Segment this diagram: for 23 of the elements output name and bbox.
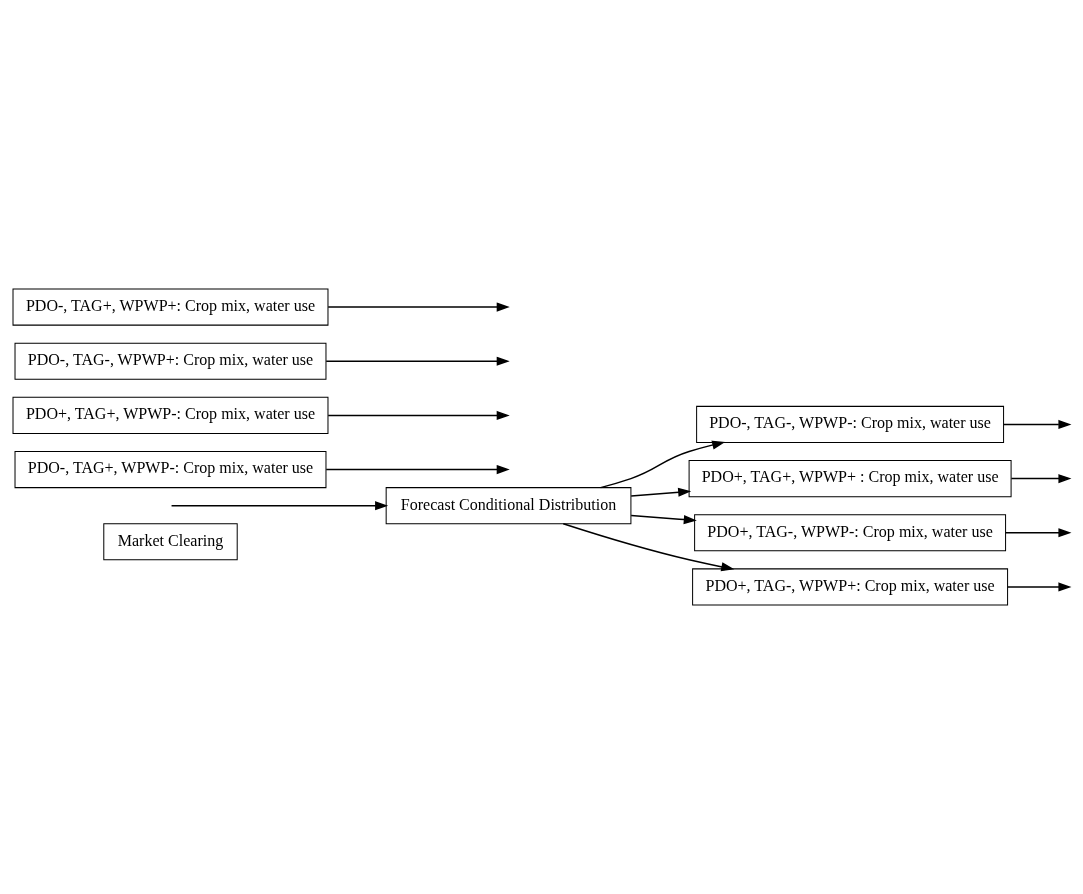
arrow: [1003, 419, 1072, 429]
arrow: [325, 465, 510, 475]
arrow: [630, 487, 692, 497]
arrow: [630, 514, 697, 525]
arrow: [562, 523, 735, 572]
arrow: [327, 410, 510, 420]
arrow: [599, 440, 726, 489]
arrow: [170, 501, 389, 511]
node-box: PDO+, TAG+, WPWP+ : Crop mix, water use: [688, 460, 1012, 498]
node-box: PDO-, TAG+, WPWP-: Crop mix, water use: [14, 451, 327, 489]
node-box: PDO-, TAG+, WPWP+: Crop mix, water use: [12, 288, 329, 326]
arrow: [1010, 474, 1072, 484]
node-box: Market Clearing: [103, 523, 238, 561]
node-box: PDO+, TAG-, WPWP+: Crop mix, water use: [692, 568, 1009, 606]
arrow: [1006, 582, 1072, 592]
node-box: PDO+, TAG-, WPWP-: Crop mix, water use: [694, 514, 1007, 552]
node-box: PDO-, TAG-, WPWP-: Crop mix, water use: [696, 405, 1005, 443]
arrow: [325, 356, 510, 366]
node-box: Forecast Conditional Distribution: [385, 487, 632, 525]
node-box: PDO-, TAG-, WPWP+: Crop mix, water use: [14, 342, 327, 380]
arrow: [327, 302, 510, 312]
node-box: PDO+, TAG+, WPWP-: Crop mix, water use: [12, 396, 329, 434]
arrow: [1004, 528, 1072, 538]
